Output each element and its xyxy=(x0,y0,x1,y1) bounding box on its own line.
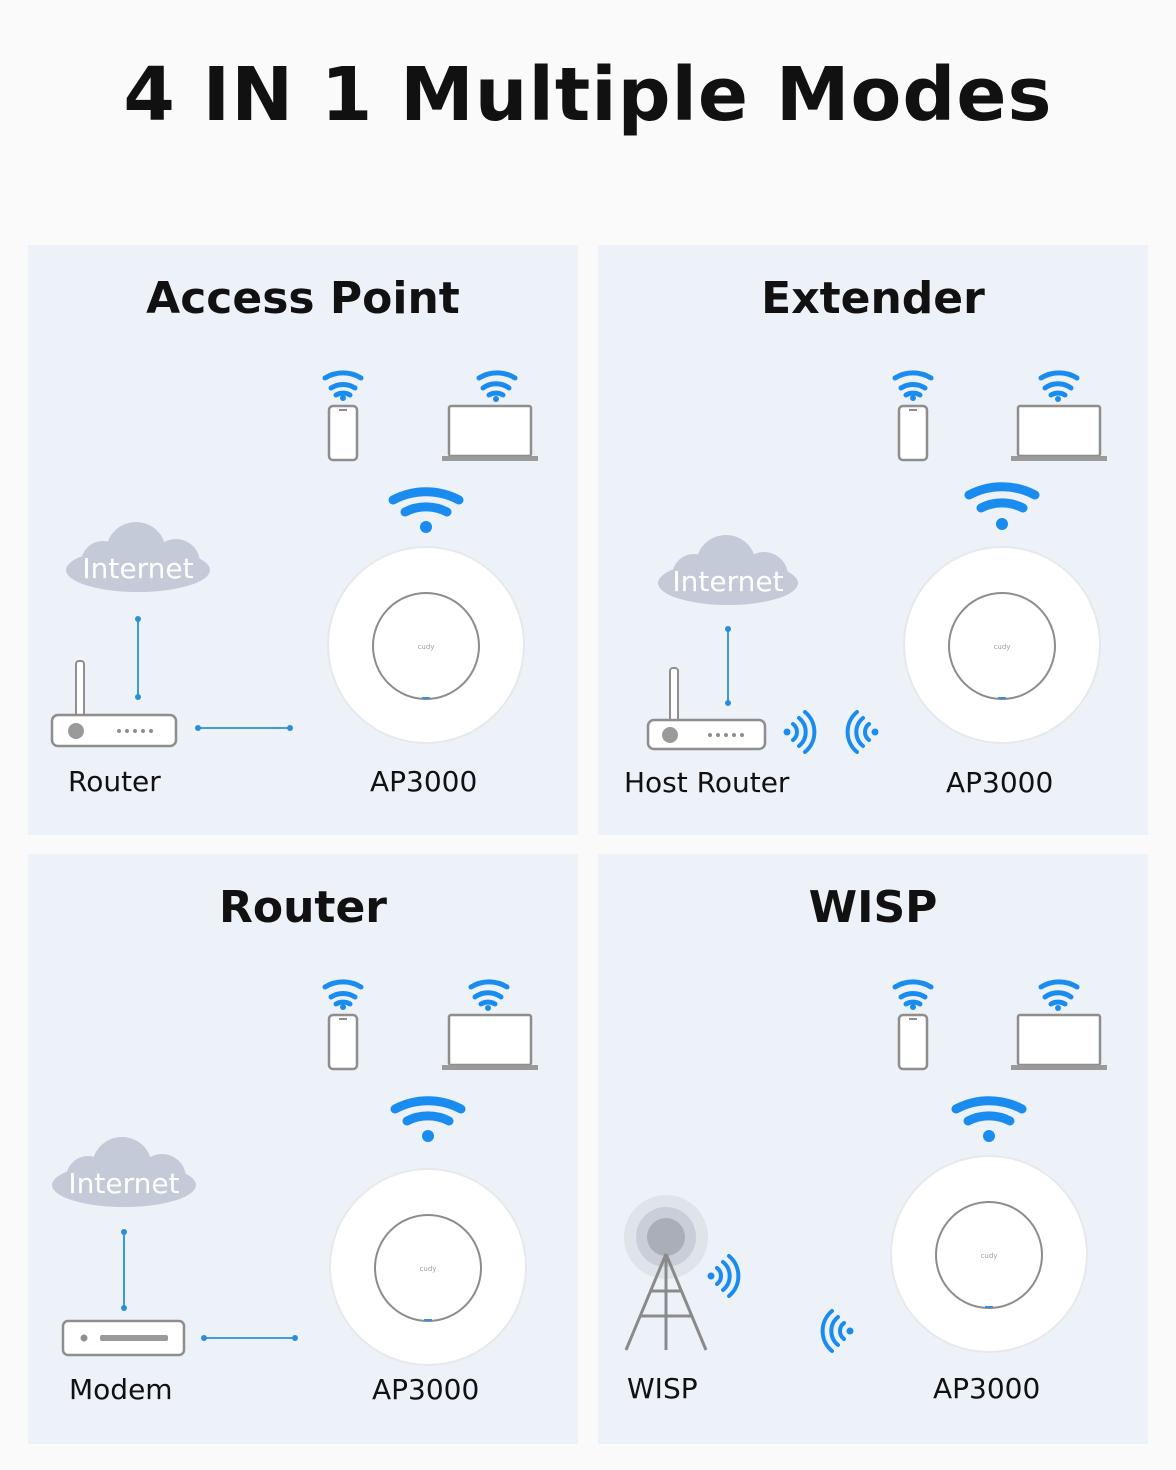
access-point-device: cudy xyxy=(329,1168,527,1366)
connection-line xyxy=(121,1229,127,1311)
cloud-label: Internet xyxy=(82,552,193,585)
source-label: WISP xyxy=(627,1372,698,1405)
access-point-diagram: cudy Internet xyxy=(50,370,538,748)
panel-title: Access Point xyxy=(146,273,460,324)
extender-diagram: cudy Internet xyxy=(646,370,1107,754)
ap-logo: cudy xyxy=(418,643,435,651)
signal-in-icon xyxy=(820,1309,854,1353)
cloud-icon: Internet xyxy=(66,522,210,592)
ap-label: AP3000 xyxy=(946,766,1054,799)
cloud-label: Internet xyxy=(68,1167,179,1200)
panel-router: Router cudy xyxy=(28,854,578,1444)
page-title: 4 IN 1 Multiple Modes xyxy=(123,52,1053,138)
laptop-icon xyxy=(1011,979,1107,1070)
source-label: Host Router xyxy=(624,766,790,799)
ap-label: AP3000 xyxy=(933,1372,1041,1405)
router-diagram: cudy Internet xyxy=(52,979,538,1366)
panel-title: WISP xyxy=(808,882,938,933)
phone-icon xyxy=(322,979,364,1071)
ap-label: AP3000 xyxy=(370,765,478,798)
access-point-device: cudy xyxy=(890,1155,1088,1353)
panel-title: Extender xyxy=(761,273,985,324)
modem-icon xyxy=(61,1319,186,1357)
laptop-icon xyxy=(442,979,538,1070)
laptop-icon xyxy=(1011,370,1107,461)
cloud-label: Internet xyxy=(672,565,783,598)
signal-out-icon xyxy=(783,710,817,754)
wifi-icon xyxy=(951,1096,1027,1142)
access-point-device: cudy xyxy=(327,546,525,744)
cloud-icon: Internet xyxy=(52,1137,196,1207)
ap-label: AP3000 xyxy=(372,1373,480,1406)
phone-icon xyxy=(892,370,934,462)
cloud-icon: Internet xyxy=(658,535,798,605)
panel-extender: Extender cudy xyxy=(598,245,1148,835)
signal-in-icon xyxy=(845,710,879,754)
signal-out-icon xyxy=(707,1254,741,1298)
ap-logo: cudy xyxy=(981,1252,998,1260)
connection-line xyxy=(725,626,731,706)
ap-logo: cudy xyxy=(420,1265,437,1273)
source-label: Modem xyxy=(69,1373,173,1406)
wifi-icon xyxy=(388,487,464,533)
connection-line xyxy=(135,616,141,700)
source-label: Router xyxy=(68,765,161,798)
ap-logo: cudy xyxy=(994,643,1011,651)
laptop-icon xyxy=(442,370,538,461)
router-icon xyxy=(646,667,767,751)
wifi-icon xyxy=(964,482,1040,530)
wisp-diagram: cudy xyxy=(624,979,1107,1353)
phone-icon xyxy=(892,979,934,1071)
access-point-device: cudy xyxy=(903,546,1101,744)
router-icon xyxy=(50,660,178,748)
tower-icon xyxy=(624,1195,708,1351)
panel-wisp: WISP cudy xyxy=(598,854,1148,1444)
connection-line xyxy=(201,1335,298,1341)
panel-title: Router xyxy=(218,882,387,933)
wifi-icon xyxy=(390,1096,466,1142)
panel-access-point: Access Point xyxy=(28,245,578,835)
phone-icon xyxy=(322,370,364,462)
connection-line xyxy=(195,725,293,731)
